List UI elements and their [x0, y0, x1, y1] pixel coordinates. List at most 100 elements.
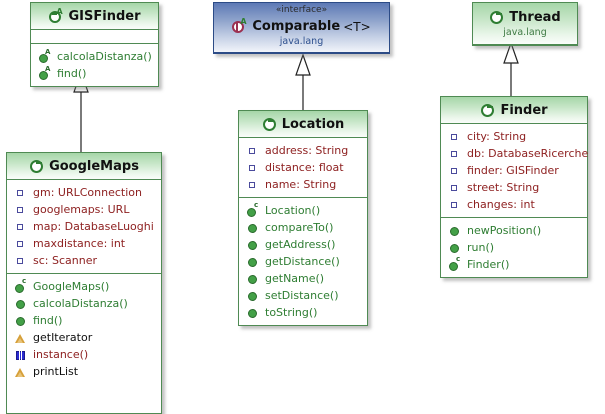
member-label: sc: Scanner — [33, 254, 97, 267]
class-box-location[interactable]: Location address: String distance: float… — [238, 110, 368, 326]
member-label: printList — [33, 365, 79, 378]
static-field-icon — [14, 348, 28, 362]
class-header-thread: Thread java.lang — [473, 3, 577, 45]
inner-class-icon — [14, 365, 28, 379]
member-row[interactable]: city: String — [448, 128, 584, 145]
member-row[interactable]: printList — [14, 363, 158, 380]
member-row[interactable]: street: String — [448, 179, 584, 196]
member-row[interactable]: find() — [38, 65, 155, 82]
class-name-gisfinder: GISFinder — [68, 8, 141, 24]
private-field-icon — [14, 220, 28, 234]
member-label: toString() — [265, 306, 318, 319]
member-row[interactable]: toString() — [246, 304, 364, 321]
member-row[interactable]: changes: int — [448, 196, 584, 213]
member-row[interactable]: find() — [14, 312, 158, 329]
class-box-finder[interactable]: Finder city: String db: DatabaseRicerche… — [440, 96, 588, 278]
constructor-icon — [14, 277, 28, 294]
class-name-finder: Finder — [500, 102, 548, 118]
member-row[interactable]: run() — [448, 239, 584, 256]
member-label: instance() — [33, 348, 89, 361]
member-label: getDistance() — [265, 255, 340, 268]
class-name-thread: Thread — [509, 9, 561, 25]
member-label: city: String — [467, 130, 527, 143]
methods-compartment-location: Location() compareTo() getAddress() getD… — [239, 197, 367, 325]
member-row[interactable]: Location() — [246, 201, 364, 219]
abstract-method-icon — [38, 65, 52, 81]
class-name-comparable: Comparable — [252, 18, 341, 34]
private-field-icon — [448, 181, 462, 195]
stereotype-label: «interface» — [275, 5, 328, 15]
member-row[interactable]: instance() — [14, 346, 158, 363]
method-icon — [246, 238, 260, 252]
member-label: finder: GISFinder — [467, 164, 559, 177]
member-label: compareTo() — [265, 221, 334, 234]
member-row[interactable]: Finder() — [448, 255, 584, 273]
class-box-thread[interactable]: Thread java.lang — [472, 2, 578, 46]
class-icon — [480, 103, 496, 119]
member-label: address: String — [265, 144, 349, 157]
member-row[interactable]: getIterator — [14, 329, 158, 346]
private-field-icon — [448, 198, 462, 212]
interface-box-comparable[interactable]: «interface» Comparable<T> java.lang — [213, 2, 390, 54]
private-field-icon — [246, 144, 260, 158]
member-row[interactable]: address: String — [246, 142, 364, 159]
member-row[interactable]: compareTo() — [246, 219, 364, 236]
methods-compartment-googlemaps: GoogleMaps() calcolaDistanza() find() ge… — [7, 273, 161, 384]
member-row[interactable]: getDistance() — [246, 253, 364, 270]
class-box-gisfinder[interactable]: GISFinder calcolaDistanza() find() — [30, 2, 159, 87]
attributes-compartment-gisfinder — [31, 30, 158, 43]
method-icon — [448, 241, 462, 255]
member-row[interactable]: finder: GISFinder — [448, 162, 584, 179]
member-row[interactable]: calcolaDistanza() — [38, 48, 155, 65]
uml-diagram-canvas: GISFinder calcolaDistanza() find() Googl… — [0, 0, 605, 404]
private-field-icon — [448, 164, 462, 178]
inner-class-icon — [14, 331, 28, 345]
member-row[interactable]: gm: URLConnection — [14, 184, 158, 201]
generalization-arrowhead-thread — [503, 41, 519, 64]
member-row[interactable]: getName() — [246, 270, 364, 287]
member-label: GoogleMaps() — [33, 280, 110, 293]
class-header-finder: Finder — [441, 97, 587, 124]
abstract-class-icon — [48, 7, 65, 25]
member-row[interactable]: GoogleMaps() — [14, 277, 158, 295]
member-row[interactable]: db: DatabaseRicerche — [448, 145, 588, 162]
member-row[interactable]: sc: Scanner — [14, 252, 158, 269]
method-icon — [14, 314, 28, 328]
member-label: find() — [57, 67, 87, 80]
member-row[interactable]: name: String — [246, 176, 364, 193]
class-icon — [489, 10, 505, 26]
member-row[interactable]: maxdistance: int — [14, 235, 158, 252]
class-header-location: Location — [239, 111, 367, 138]
private-field-icon — [246, 178, 260, 192]
member-row[interactable]: map: DatabaseLuoghi — [14, 218, 158, 235]
member-row[interactable]: newPosition() — [448, 222, 584, 239]
member-row[interactable]: getAddress() — [246, 236, 364, 253]
class-name-location: Location — [281, 116, 345, 132]
class-icon — [29, 159, 45, 175]
member-label: newPosition() — [467, 224, 542, 237]
member-row[interactable]: setDistance() — [246, 287, 364, 304]
attributes-compartment-googlemaps: gm: URLConnection googlemaps: URL map: D… — [7, 180, 161, 273]
member-label: changes: int — [467, 198, 535, 211]
member-row[interactable]: distance: float — [246, 159, 364, 176]
attributes-compartment-location: address: String distance: float name: St… — [239, 138, 367, 197]
member-row[interactable]: googlemaps: URL — [14, 201, 158, 218]
generic-parameter: <T> — [343, 19, 371, 34]
member-label: name: String — [265, 178, 337, 191]
methods-compartment-gisfinder: calcolaDistanza() find() — [31, 43, 158, 86]
private-field-icon — [448, 130, 462, 144]
member-row[interactable]: calcolaDistanza() — [14, 295, 158, 312]
private-field-icon — [14, 203, 28, 217]
private-field-icon — [14, 237, 28, 251]
private-field-icon — [14, 254, 28, 268]
member-label: distance: float — [265, 161, 344, 174]
realization-arrowhead-comparable — [295, 53, 311, 76]
private-field-icon — [448, 147, 462, 161]
private-field-icon — [14, 186, 28, 200]
class-header-gisfinder: GISFinder — [31, 3, 158, 30]
method-icon — [246, 289, 260, 303]
member-label: run() — [467, 241, 495, 254]
methods-compartment-finder: newPosition() run() Finder() — [441, 217, 587, 277]
class-box-googlemaps[interactable]: GoogleMaps gm: URLConnection googlemaps:… — [6, 152, 162, 414]
member-label: calcolaDistanza() — [33, 297, 128, 310]
